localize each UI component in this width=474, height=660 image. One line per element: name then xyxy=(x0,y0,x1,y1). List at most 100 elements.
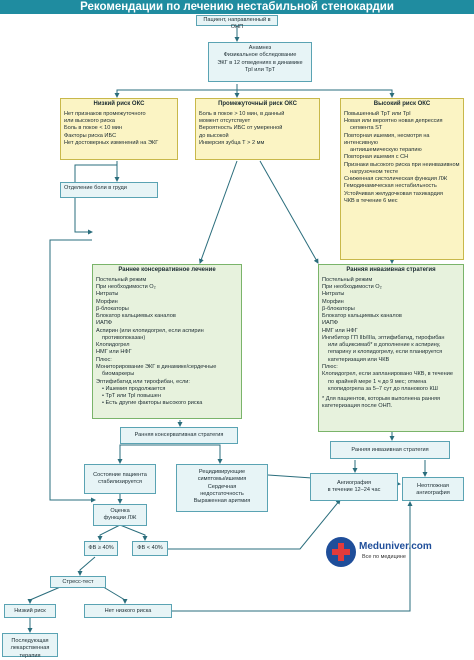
cons-subitem: ТрТ или ТрI повышен xyxy=(102,393,238,400)
not-low-risk-label: Нет низкого риска xyxy=(104,608,152,614)
high-risk-item: антиишемическую терапию xyxy=(350,147,422,154)
inv-item: Нитраты xyxy=(322,291,345,298)
urgent-angio-line: ангиография xyxy=(416,490,450,497)
no-pain-label: Отделение боли в груди xyxy=(64,185,127,191)
ef-high-box: ФВ ≥ 40% xyxy=(84,541,118,556)
assessment-line: ЭКГ в 12 отведениях в динамике xyxy=(217,59,303,66)
cons-item: Мониторирование ЭКГ в динамике/сердечные xyxy=(96,363,217,370)
high-risk-item: Признаки высокого риска при неинвазивном xyxy=(344,161,460,168)
lv-line: Оценка xyxy=(110,508,130,514)
cons-item: Эптифибатид или тирофибан, если: xyxy=(96,378,190,385)
inv-item: Постельный режим xyxy=(322,276,373,283)
recurrent-line: Выраженная аритмия xyxy=(193,498,251,505)
early-inv-box: Ранняя инвазивная стратегия xyxy=(330,441,450,459)
cons-item: противопоказан) xyxy=(102,334,146,341)
page-title: Рекомендации по лечению нестабильной сте… xyxy=(0,0,474,14)
recurrent-line: симптомы/ишемия xyxy=(197,476,247,483)
cons-item: биомаркеры xyxy=(102,371,135,378)
cons-item: НМГ или НФГ xyxy=(96,349,132,356)
cons-item: Клопидогрел xyxy=(96,342,130,349)
low-risk-item: Нет признаков промежуточного xyxy=(64,110,146,117)
cons-item: Нитраты xyxy=(96,291,119,298)
medical-cross-icon xyxy=(326,537,356,567)
inv-item: НМГ или НФГ xyxy=(322,327,358,334)
arrow-lv-eflow xyxy=(119,524,148,541)
ef-high-label: ФВ ≥ 40% xyxy=(88,545,114,551)
inv-item: β-блокаторы xyxy=(322,305,355,312)
invasive-header: Ранняя инвазивная стратегия xyxy=(346,267,436,273)
arrow-eflow-angio xyxy=(168,499,341,550)
early-cons-label: Ранняя консервативная стратегия xyxy=(134,432,224,438)
therapy-line: Последующая xyxy=(11,638,49,644)
cons-item: При необходимости O₂ xyxy=(96,284,156,291)
early-inv-label: Ранняя инвазивная стратегия xyxy=(351,447,429,453)
low-risk-result-box: Низкий риск xyxy=(4,604,56,618)
cons-item: Морфин xyxy=(96,298,118,305)
assessment-line: Физикальное обследование xyxy=(223,52,297,59)
arrow-stress-low xyxy=(27,584,66,604)
inv-item: или абциксимаб* в дополнение к аспирину, xyxy=(328,342,441,349)
mid-risk-item: момент отсутствует xyxy=(199,118,251,125)
low-risk-item: Боль в покое < 10 мин xyxy=(64,125,122,132)
assessment-box: Анамнез Физикальное обследование ЭКГ в 1… xyxy=(208,42,312,82)
high-risk-item: Повторная ишемия, несмотря на интенсивну… xyxy=(344,132,430,146)
urgent-angio-box: Неотложная ангиография xyxy=(402,477,464,501)
not-low-risk-box: Нет низкого риска xyxy=(84,604,172,618)
inv-item: Клопидогрел, если запланировано ЧКВ, в т… xyxy=(322,371,453,378)
high-risk-header: Высокий риск ОКС xyxy=(373,101,431,107)
high-risk-item: нагрузочном тесте xyxy=(350,168,399,175)
cons-item: ИАПФ xyxy=(96,320,112,327)
logo-name: Meduniver.com xyxy=(359,541,432,552)
cons-item: β-блокаторы xyxy=(96,305,129,312)
recurrent-line: недостаточность xyxy=(200,490,244,497)
angiography-line: Ангиография xyxy=(336,480,372,486)
cons-item: Блокатор кальциевых каналов xyxy=(96,313,176,320)
arrow-mid-inv xyxy=(259,160,319,264)
mid-risk-box: Промежуточный риск ОКС Боль в покое > 10… xyxy=(195,98,320,160)
inv-item: Блокатор кальциевых каналов xyxy=(322,313,402,320)
high-risk-item: Повторная ишемия с СН xyxy=(344,154,409,161)
inv-item: Ингибитор ГП IIb/IIIa, эптифибатид, тиро… xyxy=(322,334,445,341)
mid-risk-item: Инверсия зубца Т > 2 мм xyxy=(199,139,265,146)
arrow-lv-ef xyxy=(97,524,121,541)
assessment-line: Анамнез xyxy=(248,45,272,51)
low-risk-box: Низкий риск ОКС Нет признаков промежуточ… xyxy=(60,98,178,160)
arrow-stress-notlow xyxy=(99,584,128,604)
start-label: Пациент, направленный в ОНП xyxy=(203,17,271,31)
early-cons-box: Ранняя консервативная стратегия xyxy=(120,427,238,444)
inv-item: клопидогрела за 5–7 сут до планового КШ xyxy=(328,385,438,392)
stabilized-label: Состояние пациента стабилизируется xyxy=(93,472,147,486)
cons-subitem: Есть другие факторы высокого риска xyxy=(102,400,238,407)
recurrent-line: Рецидивирующие xyxy=(198,469,246,475)
arrow-side-loop xyxy=(49,239,96,503)
low-risk-header: Низкий риск ОКС xyxy=(93,101,145,107)
high-risk-item: Новая или вероятно новая депрессия xyxy=(344,118,443,125)
low-risk-result-label: Низкий риск xyxy=(14,608,46,614)
assessment-line: ТрI или ТрТ xyxy=(244,66,276,73)
low-risk-item: Факторы риска ИБС xyxy=(64,132,117,139)
arrow-early-recur xyxy=(180,444,223,464)
arrow-assessment-high xyxy=(237,89,395,98)
conservative-header: Раннее консервативное лечение xyxy=(118,267,216,273)
low-risk-item: Нет достоверных изменений на ЭКГ xyxy=(64,139,159,146)
mid-risk-header: Промежуточный риск ОКС xyxy=(218,101,297,107)
conservative-box: Раннее консервативное лечение Постельный… xyxy=(92,264,242,419)
inv-item: гепарину и клопидогрелу, если планируетс… xyxy=(328,349,443,356)
inv-item: ИАПФ xyxy=(322,320,338,327)
lv-line: функции ЛЖ xyxy=(103,515,137,522)
recurrent-box: Рецидивирующие симптомы/ишемия Сердечная… xyxy=(176,464,268,512)
lv-box: Оценка функции ЛЖ xyxy=(93,504,147,526)
ef-low-box: ФВ < 40% xyxy=(132,541,168,556)
no-pain-box: Отделение боли в груди xyxy=(60,182,158,198)
angiography-line: в течение 12–24 час xyxy=(327,487,381,494)
high-risk-item: сегмента ST xyxy=(350,125,383,132)
start-box: Пациент, направленный в ОНП xyxy=(196,15,278,30)
therapy-box: Последующая лекарственная терапия xyxy=(2,633,58,659)
cons-item: Плюс: xyxy=(96,356,112,363)
high-risk-item: Гемодинамическая нестабильность xyxy=(344,183,437,190)
angiography-box: Ангиография в течение 12–24 час xyxy=(310,473,398,501)
recurrent-line: Сердечная xyxy=(207,483,237,490)
stress-label: Стресс-тест xyxy=(62,579,94,585)
mid-risk-item: до высокой xyxy=(199,132,229,139)
